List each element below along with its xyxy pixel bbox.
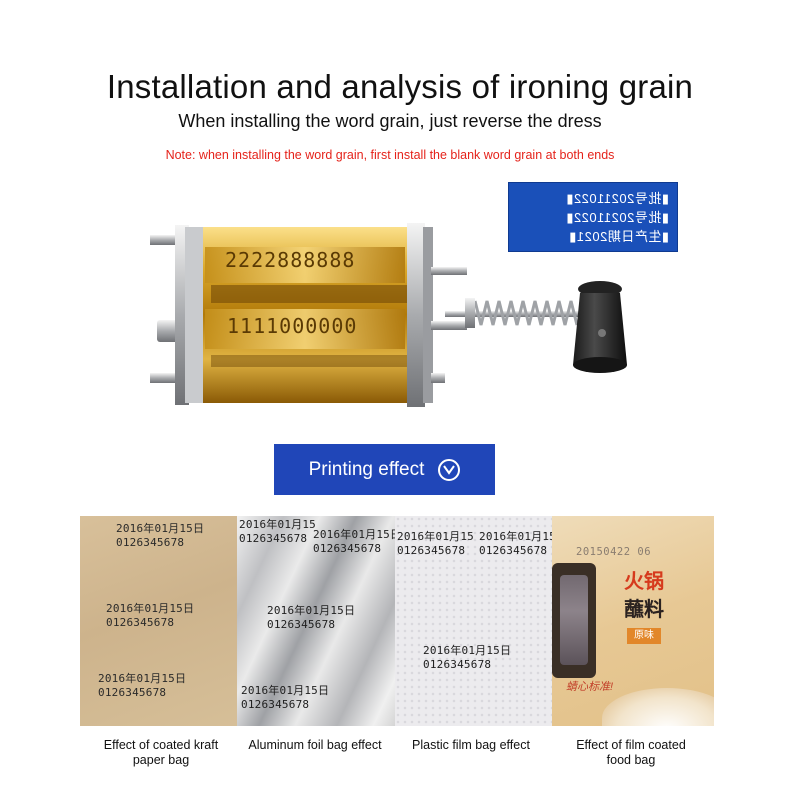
sample-food-bag: 20150422 06 火锅 蘸料 原味 蜻心标准! [552,516,714,726]
printing-effect-label: Printing effect [308,458,425,480]
bag-product-badge: 火锅 蘸料 原味 [612,570,676,676]
label-line-3: ▮生产日期2021▮ [568,228,669,244]
chevron-down-circle-icon [438,458,461,481]
type-row-bottom: 1111000000 [205,309,405,349]
type-row-top: 2222888888 [205,247,405,283]
caption-plastic-film: Plastic film bag effect [412,738,530,752]
bag-title-1: 火锅 [624,571,664,593]
svg-text:1111000000: 1111000000 [227,314,357,338]
page-subtitle: When installing the word grain, just rev… [178,111,602,131]
label-line-1: ▮批号20211022▮ [565,190,669,206]
bag-slogan: 蜻心标准! [566,681,614,693]
bag-date-stamp: 20150422 06 [576,546,652,558]
coding-head-illustration: 2222888888 1111000000 [150,223,627,407]
printing-effect-button[interactable]: Printing effect [274,444,495,495]
caption-aluminum-foil: Aluminum foil bag effect [248,738,382,752]
stamp-label-box: ▮批号20211022▮ ▮批号20211022▮ ▮生产日期2021▮ [508,182,678,252]
bag-title-2: 蘸料 [624,599,664,621]
bag-window [552,563,596,678]
svg-text:2222888888: 2222888888 [225,248,355,272]
bag-bowl-image [602,688,714,726]
bag-flavor-badge: 原味 [627,628,661,644]
page-title: Installation and analysis of ironing gra… [106,68,694,105]
right-frame-plate [407,223,425,407]
installation-note: Note: when installing the word grain, fi… [165,148,615,162]
spring [445,298,595,328]
label-line-2: ▮批号20211022▮ [565,209,669,225]
knob [573,281,627,373]
